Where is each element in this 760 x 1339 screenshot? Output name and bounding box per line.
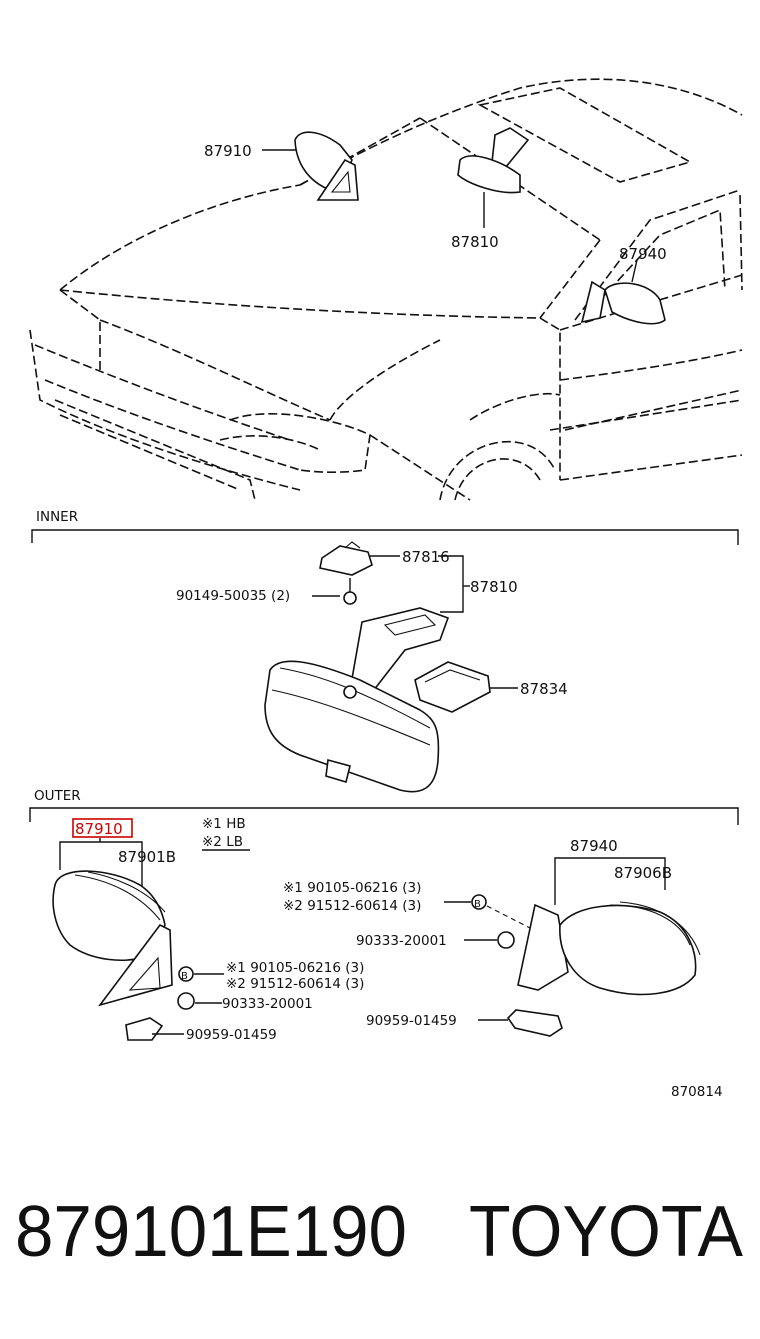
inner-bracket-87816 (319, 541, 373, 576)
label-bolt-90149: 90149-50035 (2) (176, 588, 290, 604)
drawing-number: 870814 (671, 1084, 723, 1100)
left-screw: B (178, 966, 194, 982)
label-87910-highlighted[interactable]: 87910 (75, 820, 123, 838)
group-leader-87910 (59, 841, 143, 890)
label-87810: 87810 (470, 578, 518, 596)
label-87834: 87834 (520, 680, 568, 698)
inner-cover-87834 (414, 661, 491, 713)
section-label-outer: OUTER (34, 788, 81, 804)
inner-rearview-mirror (264, 607, 450, 793)
label-87940: 87940 (570, 837, 618, 855)
svg-text:B: B (474, 899, 481, 910)
brand-name: TOYOTA (469, 1192, 743, 1272)
group-leader-87940 (554, 857, 666, 905)
part-number: 879101E190 (15, 1192, 407, 1272)
label-87901b: 87901B (118, 848, 176, 866)
left-clip (125, 1017, 164, 1041)
right-clip (506, 1009, 563, 1037)
label-right-screw-1: ※1 90105-06216 (3) (283, 880, 421, 896)
label-right-screw-2: ※2 91512-60614 (3) (283, 898, 421, 914)
svg-text:B: B (181, 971, 188, 982)
outer-left-mirror (52, 870, 173, 1007)
right-screw: B (471, 894, 487, 910)
overview-mirror-inner (457, 127, 530, 200)
section-divider-outer (29, 807, 739, 825)
label-left-screw-1: ※1 90105-06216 (3) (226, 960, 364, 976)
inner-bolt (343, 578, 357, 605)
label-right-clip: 90959-01459 (366, 1013, 457, 1029)
group-leader-87810 (438, 555, 464, 613)
overview-label-87940: 87940 (619, 245, 667, 263)
label-right-plug: 90333-20001 (356, 933, 447, 949)
right-plug (497, 931, 515, 949)
label-87816: 87816 (402, 548, 450, 566)
overview-label-87810: 87810 (451, 233, 499, 251)
label-87906b: 87906B (614, 864, 672, 882)
overview-label-87910: 87910 (204, 142, 252, 160)
overview-mirror-right (580, 280, 666, 325)
outer-right-mirror (517, 901, 701, 996)
overview-mirror-left (294, 131, 359, 201)
label-left-clip: 90959-01459 (186, 1027, 277, 1043)
section-divider-inner (31, 529, 739, 545)
label-left-plug: 90333-20001 (222, 996, 313, 1012)
note-1-hb: ※1 HB (202, 816, 246, 832)
section-label-inner: INNER (36, 509, 78, 525)
left-plug (177, 992, 195, 1010)
highlight-box-87910 (72, 818, 133, 838)
label-left-screw-2: ※2 91512-60614 (3) (226, 976, 364, 992)
note-2-lb: ※2 LB (202, 834, 243, 850)
